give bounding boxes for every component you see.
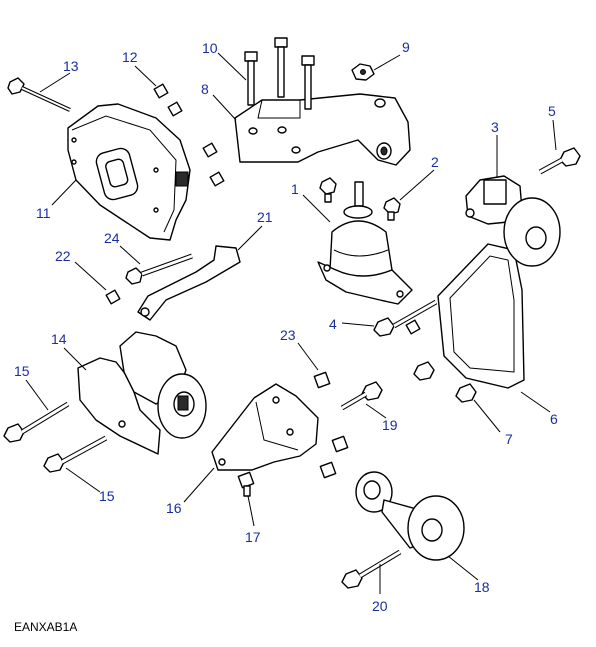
- callout-10: 10: [202, 40, 218, 56]
- part-2-small-bolt: [383, 197, 401, 221]
- part-23-small-bolt: [313, 371, 331, 389]
- callout-5: 5: [548, 103, 556, 119]
- part-6-plate-bracket: [437, 197, 561, 389]
- part-16-lower-bracket: [211, 383, 319, 471]
- part-21-tie-rod: [137, 245, 241, 321]
- part-20-bolt: [341, 549, 402, 589]
- callout-9: 9: [402, 39, 410, 55]
- callout-11: 11: [36, 205, 51, 221]
- callout-24: 24: [104, 230, 120, 246]
- callout-13: 13: [63, 58, 79, 74]
- part-24-bolt: [125, 253, 193, 285]
- callout-8: 8: [201, 81, 209, 97]
- callout-1: 1: [291, 181, 299, 197]
- part-11-engine-mount: [67, 103, 191, 241]
- part-8-upper-bracket: [234, 93, 411, 166]
- part-1-rubber-mount: [317, 181, 413, 305]
- callout-21: 21: [257, 209, 273, 225]
- leader-lines: [25, 52, 557, 594]
- callout-15-lower: 15: [99, 488, 115, 504]
- diagram-reference-code: EANXAB1A: [14, 620, 78, 634]
- part-14-gearbox-mount: [77, 331, 207, 455]
- callout-23: 23: [280, 327, 296, 343]
- part-19-bolt: [340, 381, 383, 411]
- part-15-bolts: [3, 401, 108, 473]
- part-7-bolts: [413, 361, 477, 403]
- part-12-small-bolts: [153, 83, 225, 187]
- callout-17: 17: [245, 529, 261, 545]
- part-13-long-bolt: [7, 77, 71, 112]
- callout-4: 4: [329, 316, 337, 332]
- part-1-stud-bolt: [319, 177, 337, 203]
- callout-18: 18: [474, 579, 490, 595]
- callout-14: 14: [51, 331, 67, 347]
- callout-labels: 1 2 3 4 5 6 7 8 9 10 11 12 13 14 15 15 1…: [14, 39, 558, 614]
- callout-20: 20: [372, 598, 388, 614]
- part-18-torque-arm: [355, 471, 465, 561]
- callout-15-upper: 15: [14, 363, 30, 379]
- callout-19: 19: [382, 417, 398, 433]
- part-19-small-bolts: [319, 435, 349, 479]
- callout-6: 6: [550, 411, 558, 427]
- callout-16: 16: [166, 500, 182, 516]
- part-22-small-bolt: [105, 289, 121, 305]
- part-10-long-bolts: [244, 37, 315, 110]
- part-9-nut: [351, 63, 375, 81]
- callout-2: 2: [431, 154, 439, 170]
- callout-3: 3: [491, 119, 499, 135]
- part-17-small-bolt: [237, 471, 255, 497]
- part-4-bolt: [373, 299, 438, 337]
- callout-12: 12: [122, 49, 138, 65]
- part-5-bolt: [538, 147, 581, 175]
- callout-22: 22: [55, 248, 71, 264]
- callout-7: 7: [505, 431, 513, 447]
